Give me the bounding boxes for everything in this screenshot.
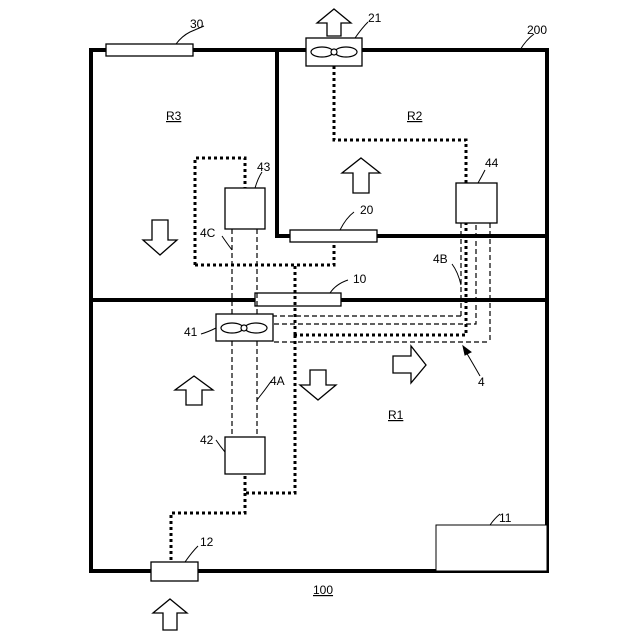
arrow-up-exhaust-icon xyxy=(317,9,351,36)
label-41: 41 xyxy=(184,325,198,339)
room-r2-wall xyxy=(277,50,547,236)
unit-44 xyxy=(456,183,497,223)
building-outline xyxy=(91,50,547,571)
vent-20 xyxy=(290,230,377,242)
arrow-up-inlet-icon xyxy=(153,599,187,630)
fan-21 xyxy=(306,38,362,66)
inlet-12 xyxy=(151,562,198,581)
leader-lines xyxy=(176,22,534,562)
label-42: 42 xyxy=(200,433,214,447)
label-10: 10 xyxy=(353,272,367,286)
label-44: 44 xyxy=(485,156,499,170)
label-4: 4 xyxy=(478,375,485,389)
room-label-r2: R2 xyxy=(407,109,423,123)
label-43: 43 xyxy=(257,160,271,174)
arrow-right-r1-icon xyxy=(393,346,426,383)
arrow-down-r1-icon xyxy=(300,370,336,400)
unit-42 xyxy=(225,437,265,474)
floor-label: 100 xyxy=(313,583,333,597)
fan-41 xyxy=(216,314,273,341)
room-label-r1: R1 xyxy=(388,408,404,422)
arrow-up-r2-icon xyxy=(342,158,380,193)
arrow-down-r3-icon xyxy=(143,220,177,255)
label-4c: 4C xyxy=(200,226,216,240)
label-4b: 4B xyxy=(433,252,448,266)
room-label-r3: R3 xyxy=(166,109,182,123)
arrow-up-r1-icon xyxy=(175,376,213,405)
window-30 xyxy=(106,44,193,56)
unit-43 xyxy=(225,188,265,229)
device-11 xyxy=(436,525,547,571)
label-20: 20 xyxy=(360,203,374,217)
label-30: 30 xyxy=(190,17,204,31)
label-11: 11 xyxy=(499,511,512,525)
vent-10 xyxy=(255,293,341,306)
label-200: 200 xyxy=(527,23,547,37)
dotted-duct-network xyxy=(171,66,466,562)
label-12: 12 xyxy=(200,535,214,549)
label-21: 21 xyxy=(368,11,382,25)
label-4a: 4A xyxy=(270,374,285,388)
